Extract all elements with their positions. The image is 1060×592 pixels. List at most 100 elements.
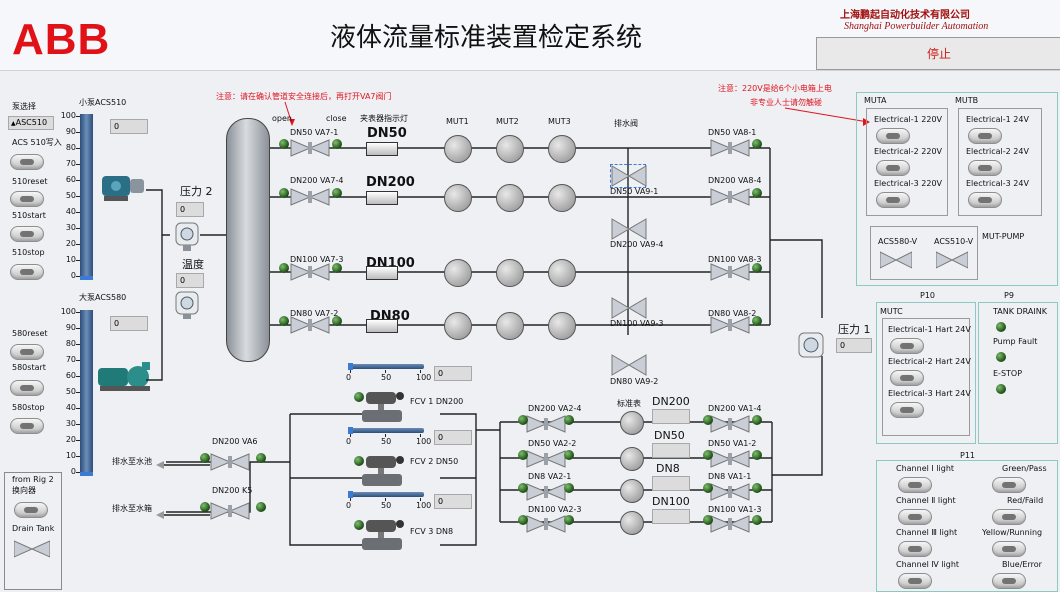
stop-button[interactable]: 停止 bbox=[816, 37, 1060, 70]
va8-2-valve-icon[interactable] bbox=[710, 315, 750, 339]
valve-status-lamp bbox=[703, 415, 713, 425]
stop580-button[interactable] bbox=[10, 418, 44, 434]
acs580v-valve-icon[interactable] bbox=[879, 250, 913, 274]
va6-valve-icon[interactable] bbox=[210, 452, 250, 476]
pump-fault-lamp bbox=[996, 352, 1006, 362]
acs510v-valve-icon[interactable] bbox=[935, 250, 969, 274]
mutb-toggle-button[interactable] bbox=[968, 160, 1002, 176]
muta-toggle-button[interactable] bbox=[876, 128, 910, 144]
va2-2-valve-icon[interactable] bbox=[526, 449, 566, 473]
fcv1-slider-track[interactable] bbox=[350, 364, 424, 369]
header-bar bbox=[0, 0, 1060, 71]
va7-2-valve-icon[interactable] bbox=[290, 315, 330, 339]
scale-tick bbox=[76, 228, 80, 229]
scale-tick-label: 20 bbox=[65, 239, 76, 248]
scale-tick-label: 90 bbox=[65, 323, 76, 332]
fcv3-slider-track[interactable] bbox=[350, 492, 424, 497]
va2-1-label: DN8 VA2-1 bbox=[528, 472, 572, 481]
valve-status-lamp bbox=[332, 188, 342, 198]
fcv1-slider-tick bbox=[385, 370, 386, 373]
va9-3-valve-icon[interactable] bbox=[611, 297, 647, 323]
mutc-toggle-button[interactable] bbox=[890, 338, 924, 354]
va7-4-valve-icon[interactable] bbox=[290, 187, 330, 211]
power-note-line1: 注意：220V是给6个小电箱上电 bbox=[718, 84, 832, 93]
va9-2-valve-icon[interactable] bbox=[611, 354, 647, 380]
mutc-toggle-button[interactable] bbox=[890, 370, 924, 386]
scale-tick-label: 40 bbox=[65, 207, 76, 216]
fcv2-slider-track[interactable] bbox=[350, 428, 424, 433]
fcv1-value[interactable]: 0 bbox=[434, 366, 472, 381]
fcv2-value[interactable]: 0 bbox=[434, 430, 472, 445]
va9-1-valve-icon[interactable] bbox=[611, 165, 647, 191]
valve-status-lamp bbox=[279, 139, 289, 149]
va1-4-valve-icon[interactable] bbox=[710, 414, 750, 438]
fcv3-slider-thumb[interactable] bbox=[348, 491, 353, 498]
scale-tick bbox=[76, 260, 80, 261]
fcv3-slider-tick bbox=[350, 498, 351, 501]
mutb-toggle-button[interactable] bbox=[968, 128, 1002, 144]
va8-3-valve-icon[interactable] bbox=[710, 262, 750, 286]
mut1-meter-dn50 bbox=[444, 135, 472, 163]
fcv2-control-valve-icon[interactable] bbox=[360, 452, 408, 492]
scale-tick-label: 10 bbox=[65, 451, 76, 460]
va7-3-valve-icon[interactable] bbox=[290, 262, 330, 286]
pressure1-label: 压力 1 bbox=[838, 323, 871, 336]
standard-meter-label: 标准表 bbox=[617, 399, 641, 408]
fcv3-slider-tick bbox=[420, 498, 421, 501]
muta-toggle-button[interactable] bbox=[876, 160, 910, 176]
va1-3-label: DN100 VA1-3 bbox=[708, 505, 762, 514]
channel-light-label: Channel Ⅰ light bbox=[896, 464, 955, 473]
fcv3-slider-tick-label: 50 bbox=[381, 501, 392, 510]
mutb-toggle-button[interactable] bbox=[968, 192, 1002, 208]
va9-4-valve-icon[interactable] bbox=[611, 218, 647, 244]
fcv3-control-valve-icon[interactable] bbox=[360, 516, 408, 556]
mutc-toggle-button[interactable] bbox=[890, 402, 924, 418]
channel-light-button[interactable] bbox=[898, 573, 932, 589]
scale-tick bbox=[76, 440, 80, 441]
channel-state-label: Red/Faild bbox=[1007, 496, 1044, 505]
va7-1-valve-icon[interactable] bbox=[290, 138, 330, 162]
fcv3-value[interactable]: 0 bbox=[434, 494, 472, 509]
channel-light-button[interactable] bbox=[898, 509, 932, 525]
mut3-meter-dn50 bbox=[548, 135, 576, 163]
mut3-meter-dn80 bbox=[548, 312, 576, 340]
valve-status-lamp bbox=[256, 453, 266, 463]
channel-state-button[interactable] bbox=[992, 477, 1026, 493]
fcv1-control-valve-icon[interactable] bbox=[360, 388, 408, 428]
clamp-indicator-dn50 bbox=[366, 142, 398, 156]
channel-state-button[interactable] bbox=[992, 509, 1026, 525]
channel-light-label: Channel Ⅳ light bbox=[896, 560, 960, 569]
scale-tick bbox=[76, 164, 80, 165]
channel-light-button[interactable] bbox=[898, 477, 932, 493]
channel-state-button[interactable] bbox=[992, 573, 1026, 589]
valve-status-lamp bbox=[518, 483, 528, 493]
k5-valve-icon[interactable] bbox=[210, 501, 250, 525]
pump-select-dropdown[interactable]: ▲ASC510 bbox=[8, 116, 54, 130]
stop510-button[interactable] bbox=[10, 264, 44, 280]
fcv2-slider-thumb[interactable] bbox=[348, 427, 353, 434]
reset510-button[interactable] bbox=[10, 191, 44, 207]
mutc-item-label: Electrical-1 Hart 24V bbox=[888, 325, 971, 334]
muta-toggle-button[interactable] bbox=[876, 192, 910, 208]
start580-button[interactable] bbox=[10, 380, 44, 396]
channel-state-button[interactable] bbox=[992, 541, 1026, 557]
va1-2-valve-icon[interactable] bbox=[710, 449, 750, 473]
va2-4-valve-icon[interactable] bbox=[526, 414, 566, 438]
acs510-write-button[interactable] bbox=[10, 154, 44, 170]
reset580-button[interactable] bbox=[10, 344, 44, 360]
va8-1-valve-icon[interactable] bbox=[710, 138, 750, 162]
fcv1-slider-thumb[interactable] bbox=[348, 363, 353, 370]
va2-3-valve-icon[interactable] bbox=[526, 514, 566, 538]
changer-button[interactable] bbox=[14, 502, 48, 518]
va8-3-label: DN100 VA8-3 bbox=[708, 255, 762, 264]
small-pump-speed-bar bbox=[80, 114, 93, 280]
va8-1-label: DN50 VA8-1 bbox=[708, 128, 757, 137]
va1-1-valve-icon[interactable] bbox=[710, 482, 750, 506]
fcv2-slider-tick bbox=[385, 434, 386, 437]
start510-button[interactable] bbox=[10, 226, 44, 242]
va1-3-valve-icon[interactable] bbox=[710, 514, 750, 538]
channel-light-button[interactable] bbox=[898, 541, 932, 557]
va8-4-valve-icon[interactable] bbox=[710, 187, 750, 211]
mut2-label: MUT2 bbox=[496, 117, 519, 126]
va2-1-valve-icon[interactable] bbox=[526, 482, 566, 506]
